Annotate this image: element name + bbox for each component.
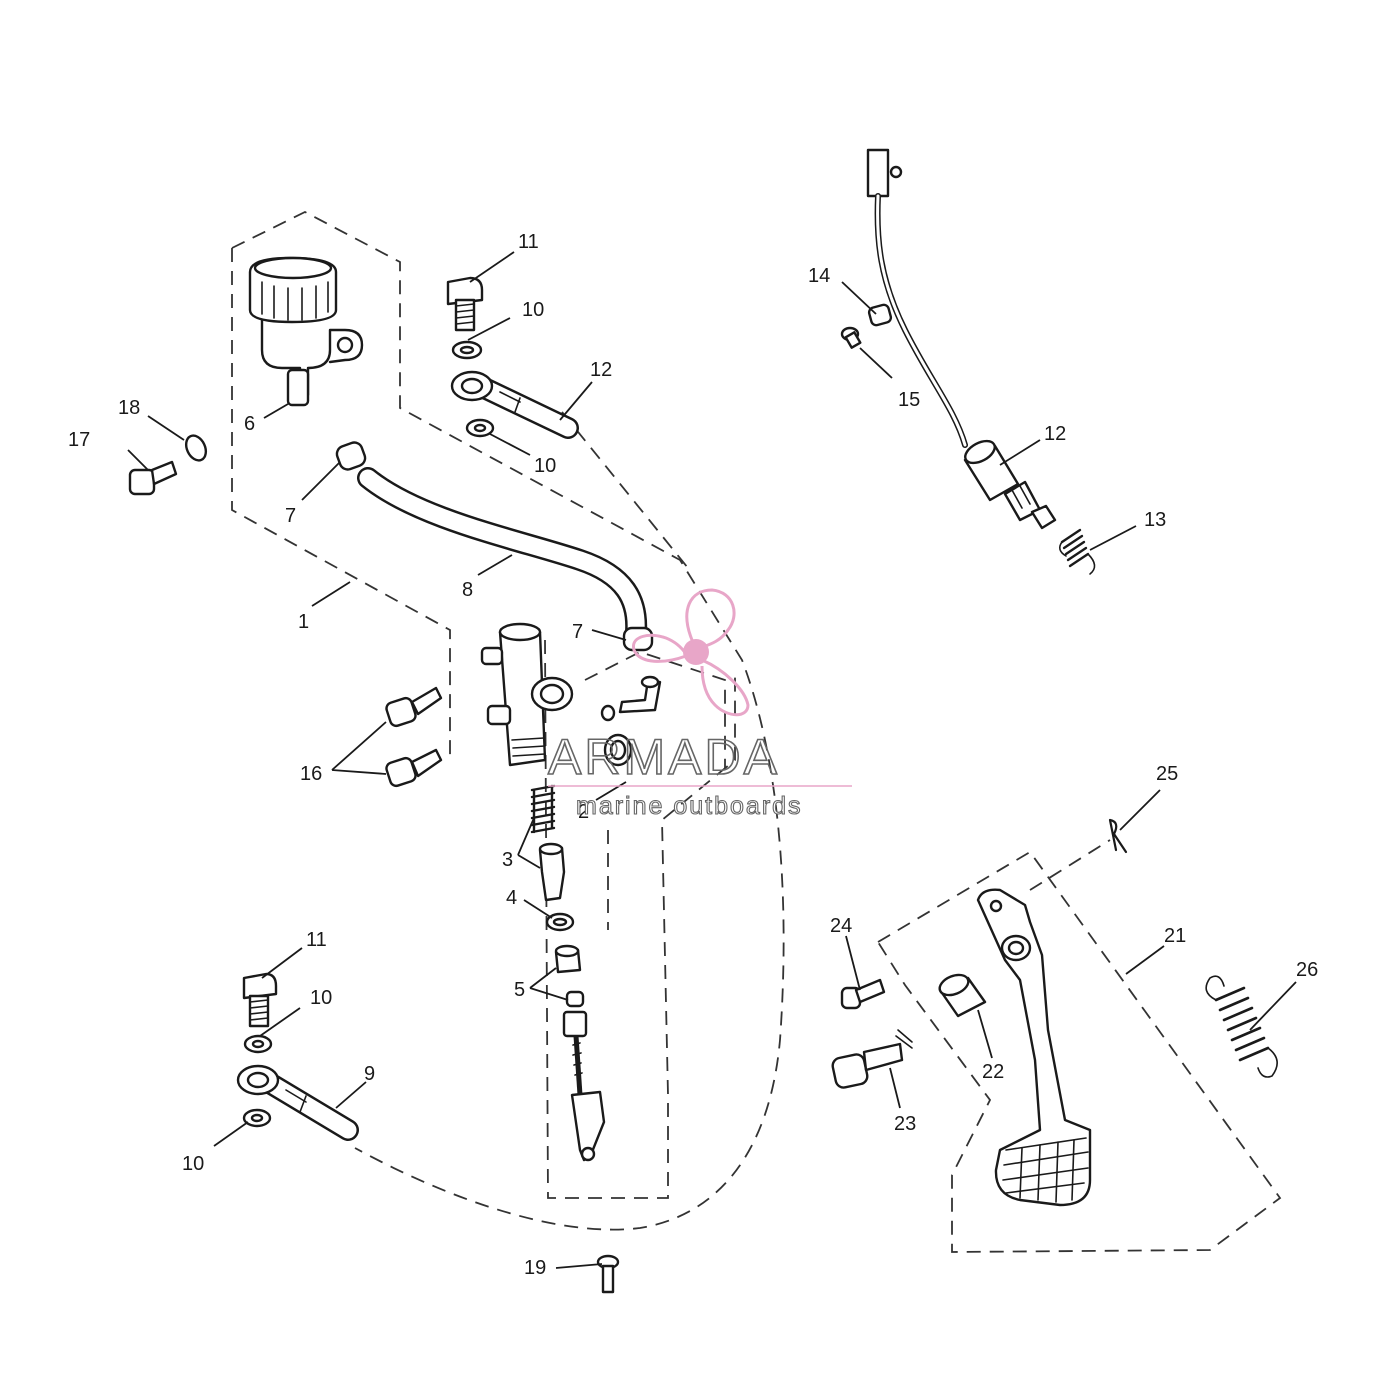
cotter-pin <box>1108 818 1128 854</box>
leader-lines <box>127 251 1297 1269</box>
watermark: ARMADA marine outboards <box>547 588 852 821</box>
sealing-washer-lower-2 <box>242 1108 272 1128</box>
sealing-washer-upper-1 <box>451 340 483 360</box>
label-part-17: 17 <box>68 429 90 451</box>
label-part-18: 18 <box>118 397 140 419</box>
o-ring-part-2 <box>603 733 633 767</box>
return-spring <box>1205 975 1278 1078</box>
label-part-15: 15 <box>898 389 920 411</box>
brake-hose-upper <box>450 370 579 439</box>
label-part-11-lower: 11 <box>306 929 327 951</box>
banjo-bolt-upper <box>446 276 484 332</box>
brake-pedal <box>976 888 1092 1207</box>
label-part-25: 25 <box>1156 763 1178 785</box>
pivot-bolt <box>831 1029 913 1089</box>
mounting-bolt-upper <box>385 686 443 728</box>
assembly-outline-master-cylinder <box>231 210 785 1231</box>
label-part-10-lower-2: 10 <box>182 1153 204 1175</box>
label-part-22: 22 <box>982 1061 1004 1083</box>
label-part-21: 21 <box>1164 925 1186 947</box>
label-part-5: 5 <box>514 979 525 1001</box>
label-part-2: 2 <box>578 801 589 823</box>
part-labels: 1 2 3 4 5 6 7 7 8 9 10 10 10 10 11 11 12… <box>68 231 1318 1279</box>
label-part-1: 1 <box>298 611 309 633</box>
screw-19 <box>596 1254 620 1294</box>
label-part-12-hose: 12 <box>590 359 612 381</box>
o-ring-small <box>600 704 616 722</box>
washer-18 <box>184 434 208 462</box>
push-rod-assembly <box>554 944 606 1162</box>
clip-14 <box>867 303 893 327</box>
bolt-17 <box>128 460 178 496</box>
label-part-11-upper: 11 <box>518 231 539 253</box>
switch-spring <box>1058 528 1096 575</box>
label-part-4: 4 <box>506 887 517 909</box>
propeller-logo-icon <box>632 588 750 717</box>
piston <box>538 842 566 902</box>
pedal-bushing <box>938 973 987 1018</box>
label-part-7-lower: 7 <box>572 621 583 643</box>
label-part-10-upper-1: 10 <box>522 299 544 321</box>
label-part-8: 8 <box>462 579 473 601</box>
banjo-bolt-lower <box>242 972 278 1028</box>
label-part-13: 13 <box>1144 509 1166 531</box>
sealing-washer-upper-2 <box>465 418 495 438</box>
label-part-6: 6 <box>244 413 255 435</box>
label-part-14: 14 <box>808 265 830 287</box>
master-cylinder-body <box>480 622 574 767</box>
clevis-pin <box>840 978 886 1010</box>
label-part-23: 23 <box>894 1113 916 1135</box>
circlip <box>545 912 575 932</box>
label-part-10-lower-1: 10 <box>310 987 332 1009</box>
brake-light-switch <box>866 148 1057 530</box>
watermark-brand: ARMADA <box>548 729 780 785</box>
label-part-19: 19 <box>524 1257 546 1279</box>
brake-hose-lower <box>236 1064 359 1141</box>
assembly-outline-brake-pedal <box>876 839 1282 1253</box>
piston-spring <box>530 784 556 834</box>
reservoir-hose <box>357 467 648 643</box>
label-part-3: 3 <box>502 849 513 871</box>
sealing-washer-lower-1 <box>243 1034 273 1054</box>
label-part-7-upper: 7 <box>285 505 296 527</box>
watermark-tagline: marine outboards <box>576 792 803 820</box>
hose-clamp-upper <box>335 441 367 471</box>
label-part-24: 24 <box>830 915 852 937</box>
label-part-26: 26 <box>1296 959 1318 981</box>
label-part-9: 9 <box>364 1063 375 1085</box>
fluid-reservoir <box>248 256 364 407</box>
label-part-12-switch: 12 <box>1044 423 1066 445</box>
elbow-fitting <box>618 675 662 714</box>
pin-15 <box>840 326 862 349</box>
label-part-10-upper-2: 10 <box>534 455 556 477</box>
mounting-bolt-lower <box>385 748 443 788</box>
label-part-16: 16 <box>300 763 322 785</box>
